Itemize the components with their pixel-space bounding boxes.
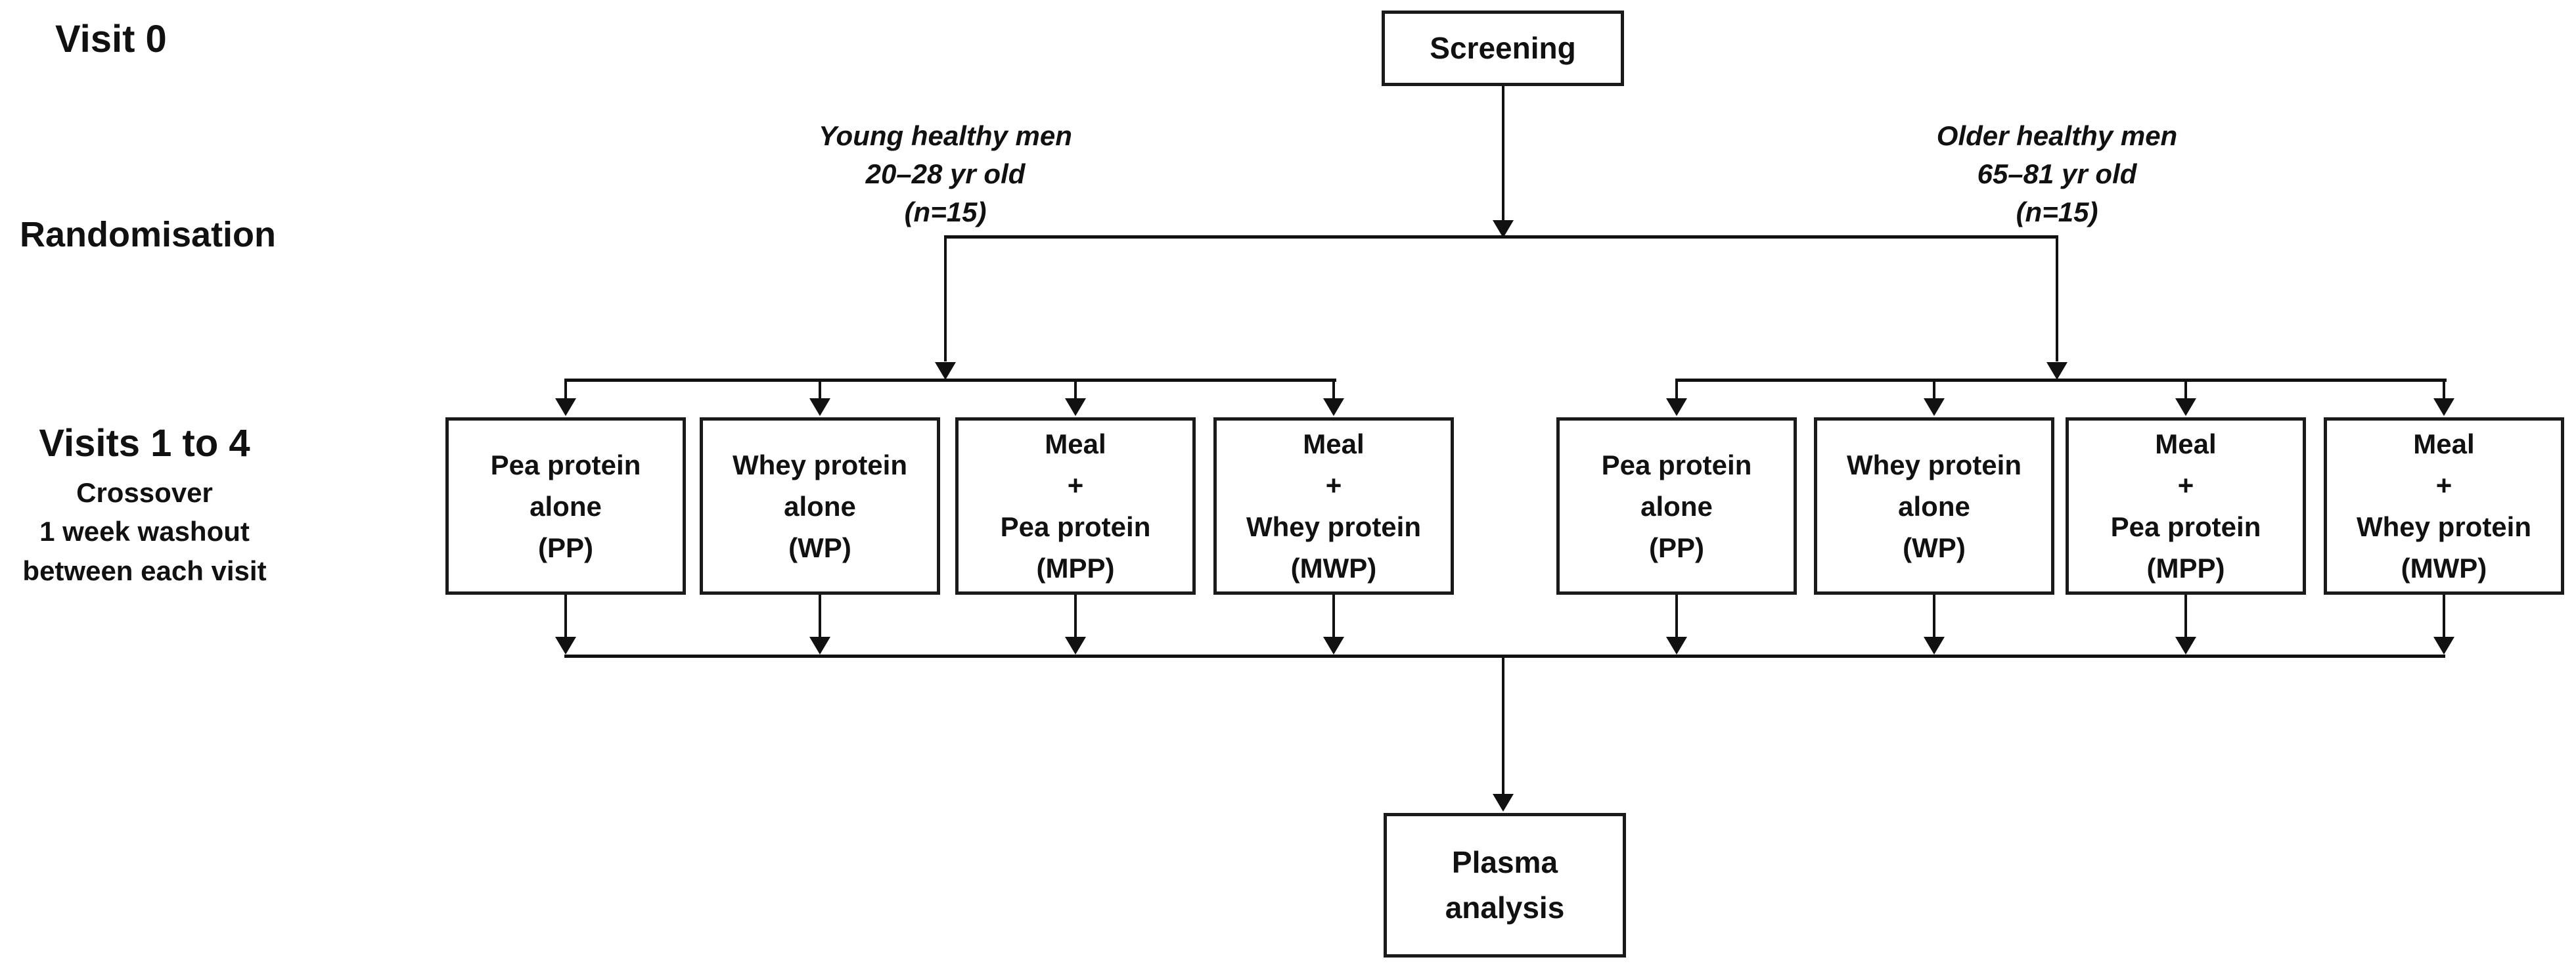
connector-line <box>1675 595 1678 638</box>
treatment-box-label: Whey protein alone (WP) <box>732 449 907 563</box>
connector-line <box>1332 595 1335 638</box>
visits-1-4-label: Visits 1 to 4 Crossover 1 week washout b… <box>0 421 289 590</box>
treatment-box-label: Meal + Pea protein (MPP) <box>2110 428 2261 584</box>
arrowhead-down <box>1493 220 1514 238</box>
older-distribution-line <box>1675 379 2447 382</box>
treatment-box-young-pp: Pea protein alone (PP) <box>445 417 686 595</box>
treatment-box-older-mpp: Meal + Pea protein (MPP) <box>2066 417 2306 595</box>
arrowhead-down <box>1065 398 1086 416</box>
arrowhead-down <box>2175 398 2196 416</box>
arrowhead-down <box>555 398 576 416</box>
connector-line <box>1933 595 1935 638</box>
connector-line <box>564 380 567 401</box>
treatment-box-older-pp: Pea protein alone (PP) <box>1556 417 1797 595</box>
young-distribution-line <box>564 379 1336 382</box>
treatment-box-young-mpp: Meal + Pea protein (MPP) <box>955 417 1196 595</box>
arrowhead-down <box>1924 398 1945 416</box>
arrowhead-down <box>809 398 830 416</box>
collection-line <box>564 655 2445 658</box>
older-branch-line <box>2056 235 2058 361</box>
arrowhead-down <box>1323 398 1344 416</box>
arrowhead-down <box>1323 637 1344 655</box>
visits-1-4-title: Visits 1 to 4 <box>39 422 250 465</box>
arrowhead-down <box>555 637 576 655</box>
arrowhead-down <box>1924 637 1945 655</box>
treatment-box-young-mwp: Meal + Whey protein (MWP) <box>1213 417 1454 595</box>
arrowhead-down <box>1493 794 1514 812</box>
connector-line <box>1332 380 1335 401</box>
young-cohort-label: Young healthy men 20–28 yr old (n=15) <box>819 120 1072 227</box>
screening-connector-line <box>1502 86 1504 221</box>
arrowhead-down <box>2433 637 2454 655</box>
connector-line <box>564 595 567 638</box>
treatment-box-older-wp: Whey protein alone (WP) <box>1814 417 2054 595</box>
connector-line <box>1074 595 1077 638</box>
arrowhead-down <box>1666 637 1687 655</box>
visit0-label: Visit 0 <box>55 18 167 60</box>
arrowhead-down <box>935 362 956 380</box>
connector-line <box>1933 380 1935 401</box>
treatment-box-older-mwp: Meal + Whey protein (MWP) <box>2324 417 2564 595</box>
treatment-box-label: Meal + Whey protein (MWP) <box>1246 428 1421 584</box>
arrowhead-down <box>1065 637 1086 655</box>
arrowhead-down <box>2433 398 2454 416</box>
treatment-box-label: Whey protein alone (WP) <box>1846 449 2022 563</box>
randomisation-line <box>944 235 2058 239</box>
plasma-analysis-label: Plasma analysis <box>1445 845 1565 925</box>
arrowhead-down <box>2175 637 2196 655</box>
arrowhead-down <box>809 637 830 655</box>
connector-line <box>819 595 821 638</box>
young-branch-line <box>944 235 947 361</box>
connector-line <box>2184 380 2187 401</box>
connector-line <box>819 380 821 401</box>
older-cohort-label: Older healthy men 65–81 yr old (n=15) <box>1936 120 2178 227</box>
treatment-box-label: Pea protein alone (PP) <box>1601 449 1752 563</box>
screening-box-label: Screening <box>1430 31 1576 65</box>
screening-box: Screening <box>1382 11 1624 86</box>
arrowhead-down <box>2046 362 2068 380</box>
connector-line <box>1074 380 1077 401</box>
connector-line <box>2184 595 2187 638</box>
connector-line <box>1675 380 1678 401</box>
treatment-box-label: Meal + Whey protein (MWP) <box>2356 428 2531 584</box>
treatment-box-label: Meal + Pea protein (MPP) <box>1000 428 1151 584</box>
arrowhead-down <box>1666 398 1687 416</box>
visits-1-4-details: Crossover 1 week washout between each vi… <box>22 476 267 586</box>
connector-line <box>2443 380 2445 401</box>
connector-line <box>2443 595 2445 638</box>
plasma-connector-line <box>1502 657 1504 795</box>
plasma-analysis-box: Plasma analysis <box>1384 813 1626 958</box>
randomisation-label: Randomisation <box>20 215 277 254</box>
treatment-box-label: Pea protein alone (PP) <box>490 449 641 563</box>
treatment-box-young-wp: Whey protein alone (WP) <box>700 417 940 595</box>
